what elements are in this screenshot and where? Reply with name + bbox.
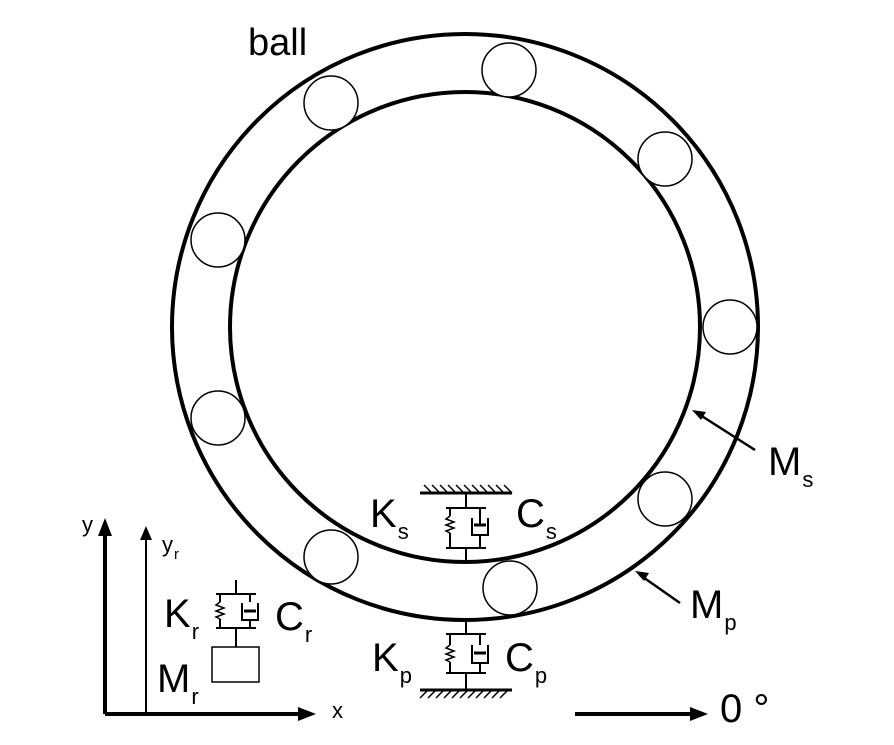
- ball-3: [702, 299, 758, 355]
- sensor-assembly: [211, 580, 260, 683]
- kr-label: Kr: [164, 592, 199, 644]
- ball-1: [481, 42, 537, 98]
- y-axis-arrowhead: [98, 518, 112, 536]
- cr-label: Cr: [275, 595, 312, 647]
- zero-degree-arrowhead: [690, 707, 708, 721]
- ms-label: Ms: [768, 440, 813, 492]
- zero-degree-label: 0 °: [720, 687, 769, 731]
- ball-9: [303, 75, 359, 131]
- y-axis-label: y: [82, 512, 93, 537]
- ball-label: ball: [248, 22, 307, 64]
- ball-7: [190, 390, 246, 446]
- x-axis-arrowhead: [298, 707, 316, 721]
- cp-label: Cp: [505, 636, 547, 688]
- x-axis-label: x: [332, 698, 343, 723]
- cs-label: Cs: [516, 492, 557, 544]
- kp-label: Kp: [372, 636, 412, 688]
- mp-label: Mp: [690, 583, 737, 635]
- ball-8: [190, 212, 246, 268]
- inner-support: [420, 484, 513, 563]
- ball-4: [637, 471, 693, 527]
- coordinate-axes: [103, 532, 303, 716]
- yr-axis-arrowhead: [140, 526, 152, 540]
- outer-support: [419, 621, 512, 699]
- balls-group: [190, 42, 758, 616]
- ball-5: [482, 560, 538, 616]
- ball-6: [303, 529, 359, 585]
- yr-label: yr: [162, 532, 179, 563]
- ms-pointer: [692, 410, 756, 452]
- ball-2: [637, 131, 693, 187]
- mr-label: Mr: [157, 657, 199, 709]
- outer-ring: [170, 32, 760, 622]
- ks-label: Ks: [370, 492, 409, 544]
- mp-pointer: [635, 571, 681, 605]
